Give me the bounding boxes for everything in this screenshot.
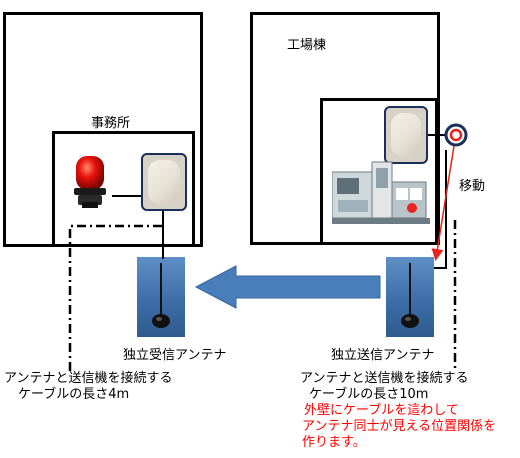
transmitter-device-face xyxy=(391,113,421,157)
receiver-device-icon xyxy=(141,153,187,211)
wall-cable-line xyxy=(434,150,447,269)
transmitter-cable-line-1: アンテナと送信機を接続する xyxy=(300,371,469,386)
receiver-device-face xyxy=(148,160,180,204)
note-line-1: 外壁にケーブルを這わして xyxy=(304,403,459,418)
factory-label: 工場棟 xyxy=(287,38,327,53)
receiver-cable-line-1: アンテナと送信機を接続する xyxy=(4,371,173,386)
receiver-cable-line-2: ケーブルの長さ4m xyxy=(18,387,130,402)
move-target-icon xyxy=(444,123,468,147)
factory-inner-room xyxy=(320,98,438,245)
signal-direction-arrow xyxy=(194,265,381,309)
move-label: 移動 xyxy=(459,179,486,194)
transmitter-device-icon xyxy=(384,106,428,164)
receiver-antenna-photo xyxy=(137,257,185,337)
transmitter-cable-line-2: ケーブルの長さ10m xyxy=(309,387,429,402)
office-room xyxy=(52,131,195,247)
office-label: 事務所 xyxy=(91,116,131,131)
receiver-antenna-title: 独立受信アンテナ xyxy=(123,348,227,363)
note-line-2: アンテナ同士が見える位置関係を xyxy=(302,419,497,434)
signal-lamp-icon xyxy=(68,150,112,210)
move-arrow xyxy=(431,145,455,261)
transmitter-antenna-title: 独立送信アンテナ xyxy=(331,348,435,363)
machine-tool-icon xyxy=(332,158,430,226)
note-line-3: 作ります。 xyxy=(302,435,366,450)
transmitter-antenna-photo xyxy=(386,257,434,337)
